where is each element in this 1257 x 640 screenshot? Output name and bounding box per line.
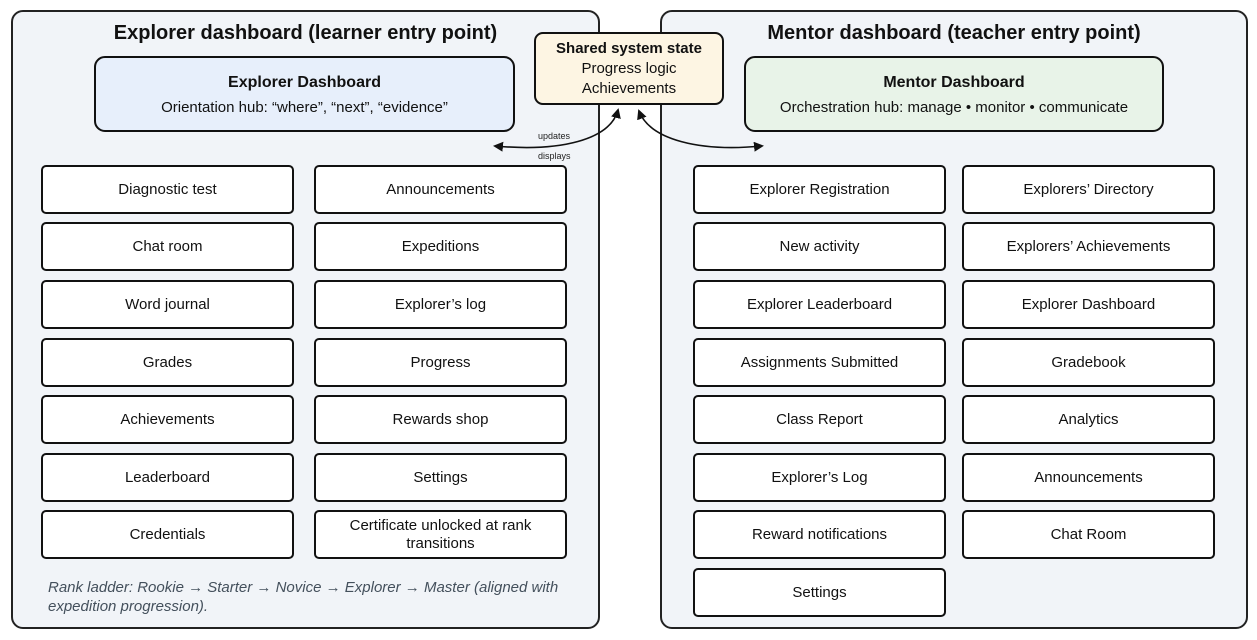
- mentor-item-gradebook[interactable]: Gradebook: [962, 338, 1215, 387]
- explorer-item-diagnostic-test[interactable]: Diagnostic test: [41, 165, 294, 214]
- mentor-item-chat-room[interactable]: Chat Room: [962, 510, 1215, 559]
- mentor-dashboard-hub[interactable]: Mentor Dashboard Orchestration hub: mana…: [744, 56, 1164, 132]
- explorer-panel-title: Explorer dashboard (learner entry point): [113, 22, 498, 44]
- state-line-progress: Progress logic: [581, 60, 677, 77]
- mentor-state-arrow: [637, 109, 764, 152]
- explorer-hub-title: Explorer Dashboard: [228, 74, 381, 91]
- explorer-item-credentials[interactable]: Credentials: [41, 510, 294, 559]
- mentor-item-explorer-leaderboard[interactable]: Explorer Leaderboard: [693, 280, 946, 329]
- mentor-item-assignments-submitted[interactable]: Assignments Submitted: [693, 338, 946, 387]
- explorer-item-progress[interactable]: Progress: [314, 338, 567, 387]
- explorer-hub-subtitle: Orientation hub: “where”, “next”, “evide…: [161, 99, 448, 116]
- explorer-item-chat-room[interactable]: Chat room: [41, 222, 294, 271]
- mentor-item-explorer-dashboard[interactable]: Explorer Dashboard: [962, 280, 1215, 329]
- mentor-item-reward-notifications[interactable]: Reward notifications: [693, 510, 946, 559]
- mentor-item-class-report[interactable]: Class Report: [693, 395, 946, 444]
- mentor-item-explorers-achievements[interactable]: Explorers’ Achievements: [962, 222, 1215, 271]
- mentor-hub-title: Mentor Dashboard: [883, 74, 1025, 91]
- mentor-panel-title: Mentor dashboard (teacher entry point): [767, 22, 1141, 44]
- explorer-item-certificate[interactable]: Certificate unlocked at rank transitions: [314, 510, 567, 559]
- rank-ladder-note: Rank ladder: Rookie → Starter → Novice →…: [48, 579, 559, 615]
- mentor-item-explorers-log[interactable]: Explorer’s Log: [693, 453, 946, 502]
- mentor-item-announcements[interactable]: Announcements: [962, 453, 1215, 502]
- explorer-item-leaderboard[interactable]: Leaderboard: [41, 453, 294, 502]
- explorer-item-grades[interactable]: Grades: [41, 338, 294, 387]
- mentor-item-analytics[interactable]: Analytics: [962, 395, 1215, 444]
- edge-label-updates: updates: [538, 131, 571, 141]
- state-line-achievements: Achievements: [581, 80, 677, 97]
- explorer-item-announcements[interactable]: Announcements: [314, 165, 567, 214]
- explorer-item-rewards-shop[interactable]: Rewards shop: [314, 395, 567, 444]
- mentor-item-explorers-directory[interactable]: Explorers’ Directory: [962, 165, 1215, 214]
- explorer-item-word-journal[interactable]: Word journal: [41, 280, 294, 329]
- mentor-item-settings[interactable]: Settings: [693, 568, 946, 617]
- explorer-item-expeditions[interactable]: Expeditions: [314, 222, 567, 271]
- explorer-item-settings[interactable]: Settings: [314, 453, 567, 502]
- explorer-dashboard-hub[interactable]: Explorer Dashboard Orientation hub: “whe…: [94, 56, 515, 132]
- mentor-hub-subtitle: Orchestration hub: manage • monitor • co…: [779, 99, 1129, 116]
- edge-label-displays: displays: [538, 151, 571, 161]
- shared-system-state-box: Shared system state Progress logic Achie…: [534, 32, 724, 105]
- explorer-item-achievements[interactable]: Achievements: [41, 395, 294, 444]
- explorer-item-explorers-log[interactable]: Explorer’s log: [314, 280, 567, 329]
- mentor-item-new-activity[interactable]: New activity: [693, 222, 946, 271]
- state-title: Shared system state: [556, 40, 702, 57]
- mentor-item-explorer-registration[interactable]: Explorer Registration: [693, 165, 946, 214]
- explorer-state-arrow: [493, 108, 621, 152]
